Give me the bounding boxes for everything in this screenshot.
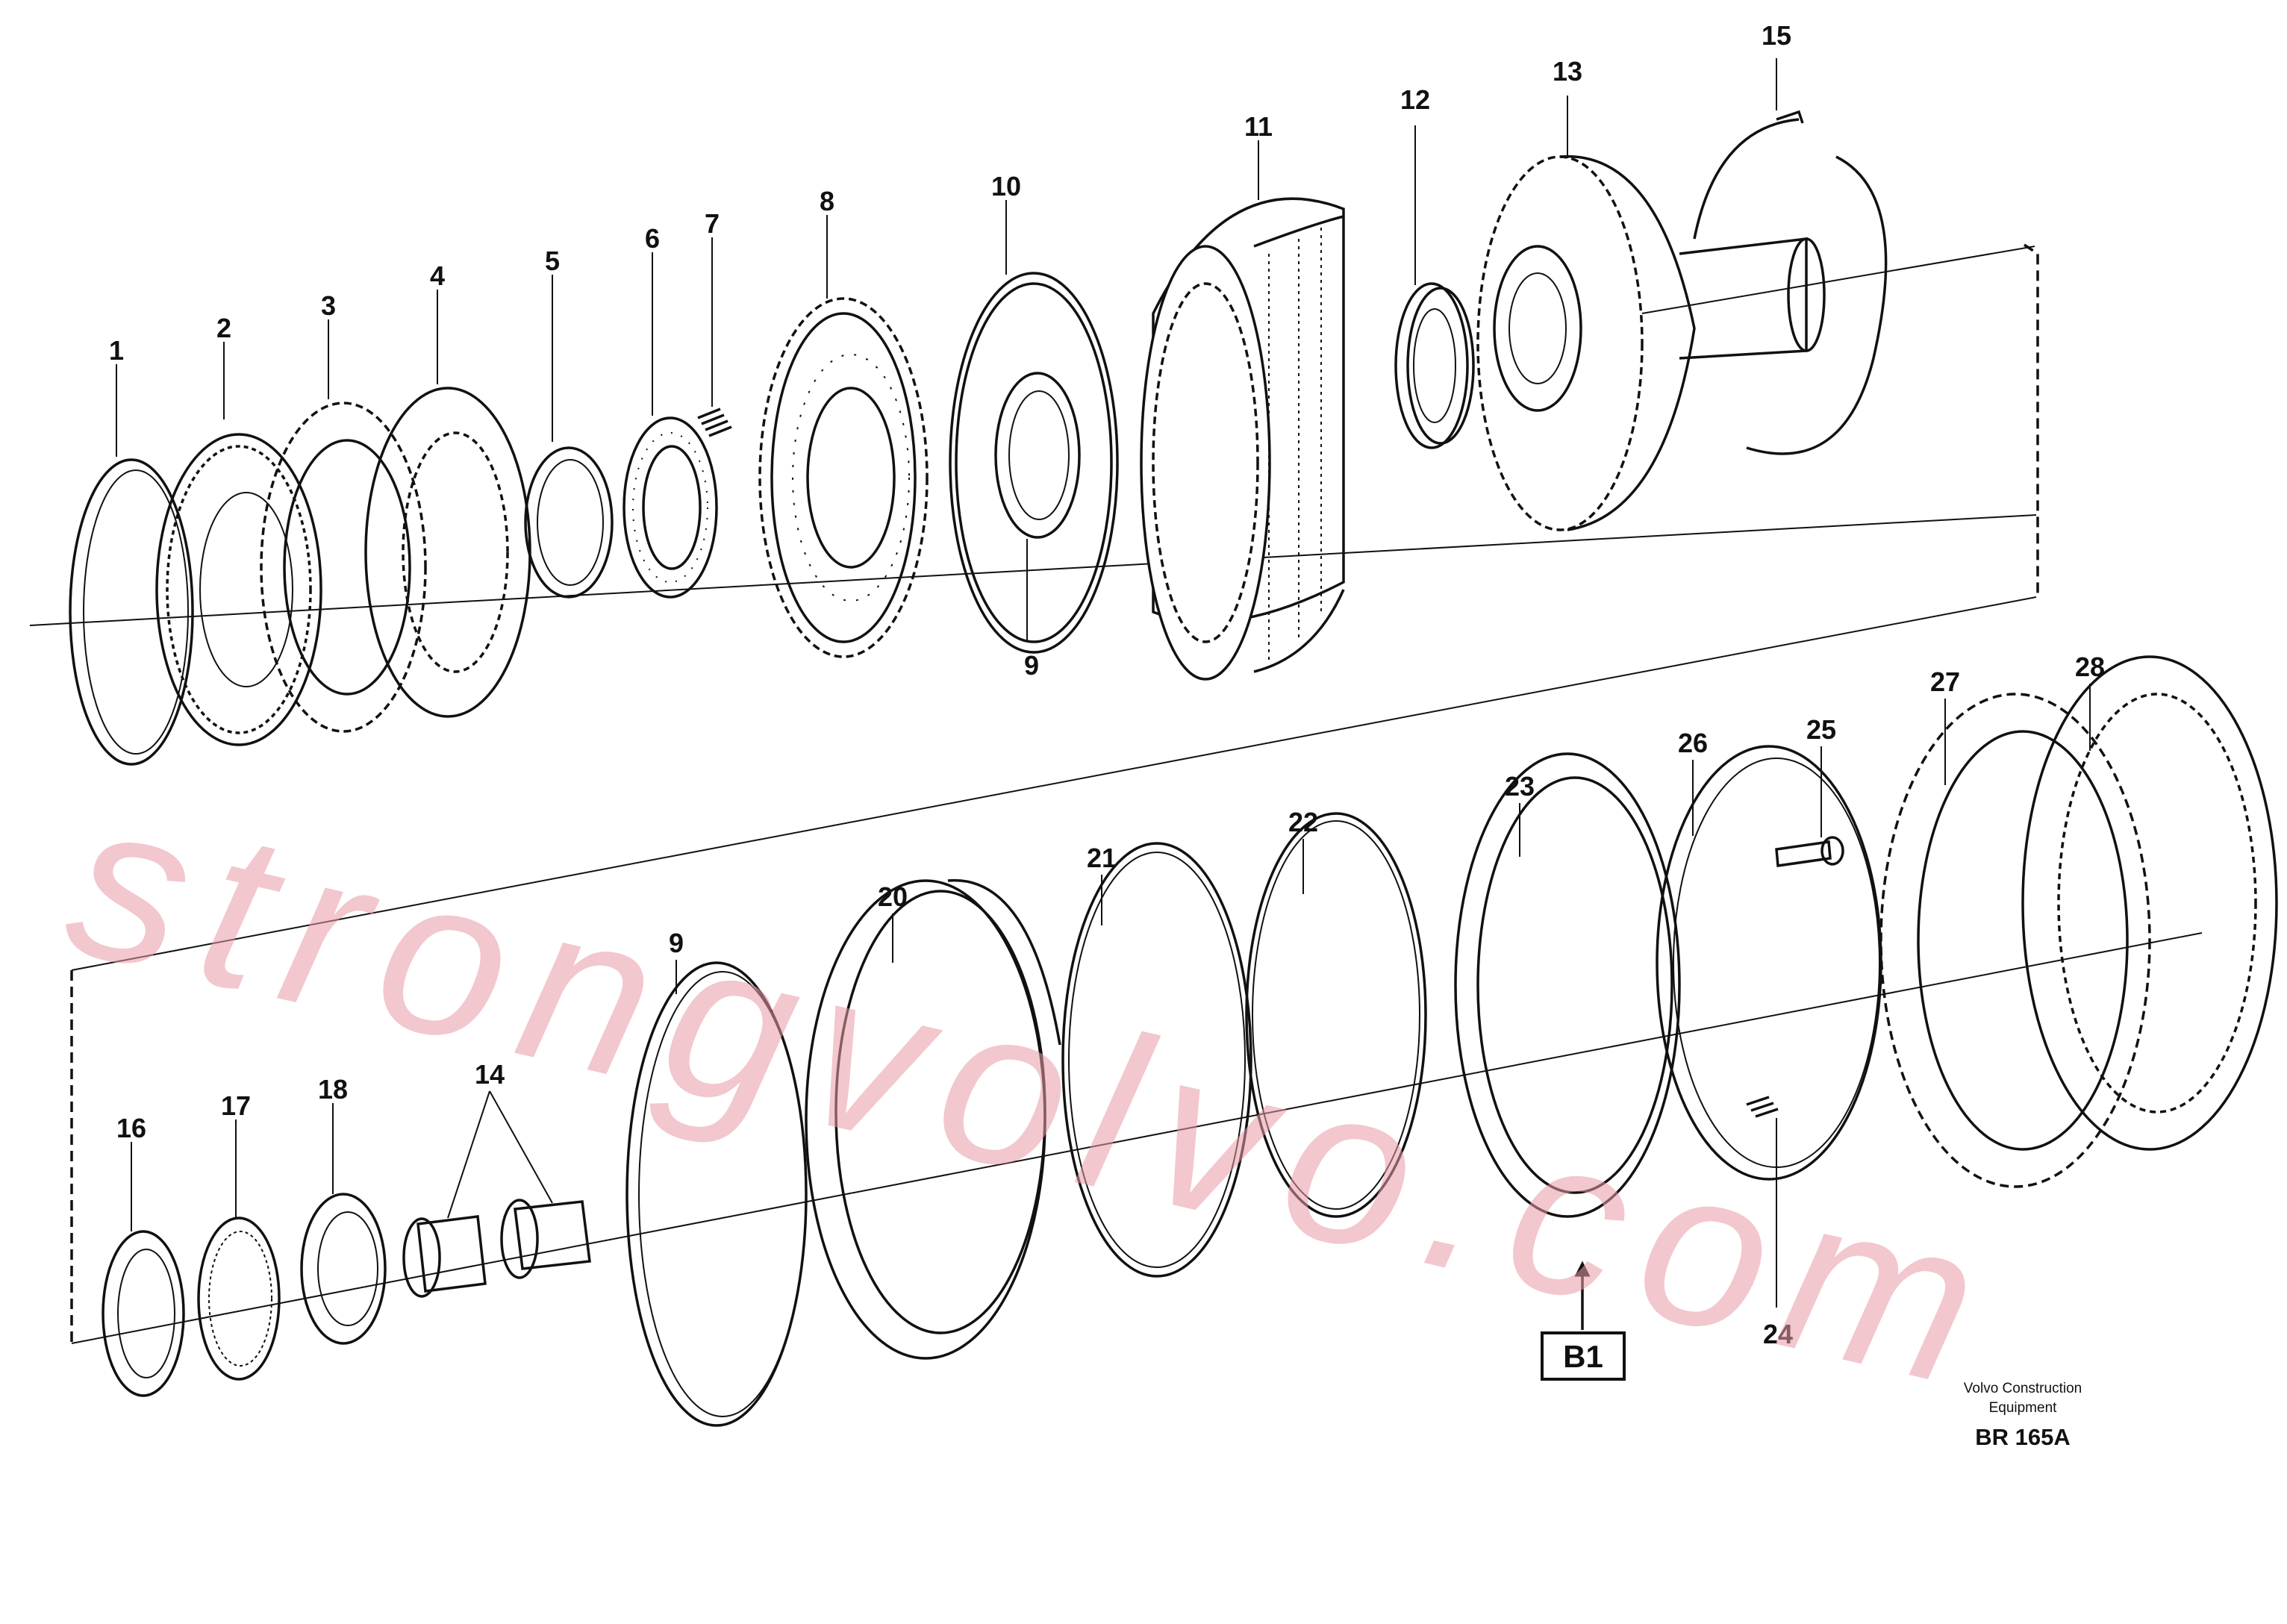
callout-5: 5 [545,246,560,276]
part-7-spring [697,407,732,437]
upper-parts [69,110,1888,766]
callout-11: 11 [1244,111,1273,142]
callout-21: 21 [1087,843,1117,873]
callout-8: 8 [820,186,834,216]
callout-2: 2 [216,313,231,343]
part-20-piston [805,878,1061,1360]
boundary-lines [29,243,2203,1344]
callout-4: 4 [430,260,445,291]
callout-3: 3 [321,290,336,321]
part-4-friction-plate [364,387,531,718]
callout-6: 6 [645,223,660,254]
callout-9-top: 9 [1024,650,1039,681]
lower-parts [102,655,2278,1427]
callout-24: 24 [1763,1319,1793,1349]
part-17-needle-bearing [197,1217,281,1381]
reference-box-b1: B1 [1541,1331,1626,1381]
part-13-gear-shaft [1476,154,1826,531]
part-1-snap-ring [69,458,194,766]
callout-27: 27 [1930,666,1960,697]
part-14-bushings [402,1199,591,1298]
callouts-bottom: 16 17 18 14 9 20 21 22 23 26 25 27 28 24 [116,652,2105,1349]
part-27-toothed-disc [1879,693,2151,1188]
callouts-top: 1 2 3 4 5 6 7 8 10 11 12 13 15 9 [109,20,1791,681]
callout-22: 22 [1288,807,1318,837]
callout-12: 12 [1400,84,1430,115]
callout-16: 16 [116,1113,146,1143]
part-12-bearing [1394,282,1475,449]
callout-20: 20 [878,881,908,912]
part-21-ring [1061,842,1252,1278]
callout-23: 23 [1505,771,1535,802]
part-15-snap-ring [1693,110,1888,455]
part-16-seal [102,1230,185,1397]
part-22-ring [1245,812,1427,1218]
callout-25: 25 [1806,714,1836,745]
callout-15: 15 [1762,20,1791,51]
bottom-axis-line [71,932,2203,1344]
part-24-spring [1746,1096,1779,1118]
leader-lines [116,58,2091,1330]
part-9-lower-snap-ring [625,961,808,1427]
callout-17: 17 [221,1090,251,1121]
part-18-ring [300,1193,387,1345]
callout-28: 28 [2075,652,2105,682]
part-26-segment [1656,745,1882,1181]
part-8-gear-hub [758,297,929,658]
part-11-gear-drum [1140,197,1345,681]
part-5-ring [524,446,614,599]
callout-13: 13 [1553,56,1582,87]
part-2-gear-ring [155,433,322,746]
caption-line-1: Volvo Construction [1964,1381,2082,1396]
callout-10: 10 [991,171,1021,202]
callout-18: 18 [318,1074,348,1105]
part-25-screw [1775,836,1844,867]
callout-1: 1 [109,335,124,366]
part-3-toothed-disc [260,402,427,733]
part-6-bearing-washer [623,416,718,599]
part-23-housing-ring [1454,752,1681,1218]
callout-7: 7 [705,208,720,239]
callout-26: 26 [1678,728,1708,758]
top-axis-line [29,514,2037,626]
callout-9-bottom: 9 [669,928,684,958]
caption-line-2: Equipment [1989,1400,2058,1416]
figure-caption: Volvo Construction Equipment BR 165A [1964,1381,2082,1450]
reference-box-label: B1 [1563,1339,1603,1374]
connector-line [71,596,2037,971]
callout-14: 14 [475,1059,505,1090]
part-9-inner-ring [994,372,1081,539]
caption-code: BR 165A [1975,1424,2071,1450]
part-28-friction-plate [2021,655,2278,1151]
top-right-dashed-edge [2024,243,2039,597]
part-10-washer [949,272,1119,654]
top-edge-line [1641,246,2035,314]
